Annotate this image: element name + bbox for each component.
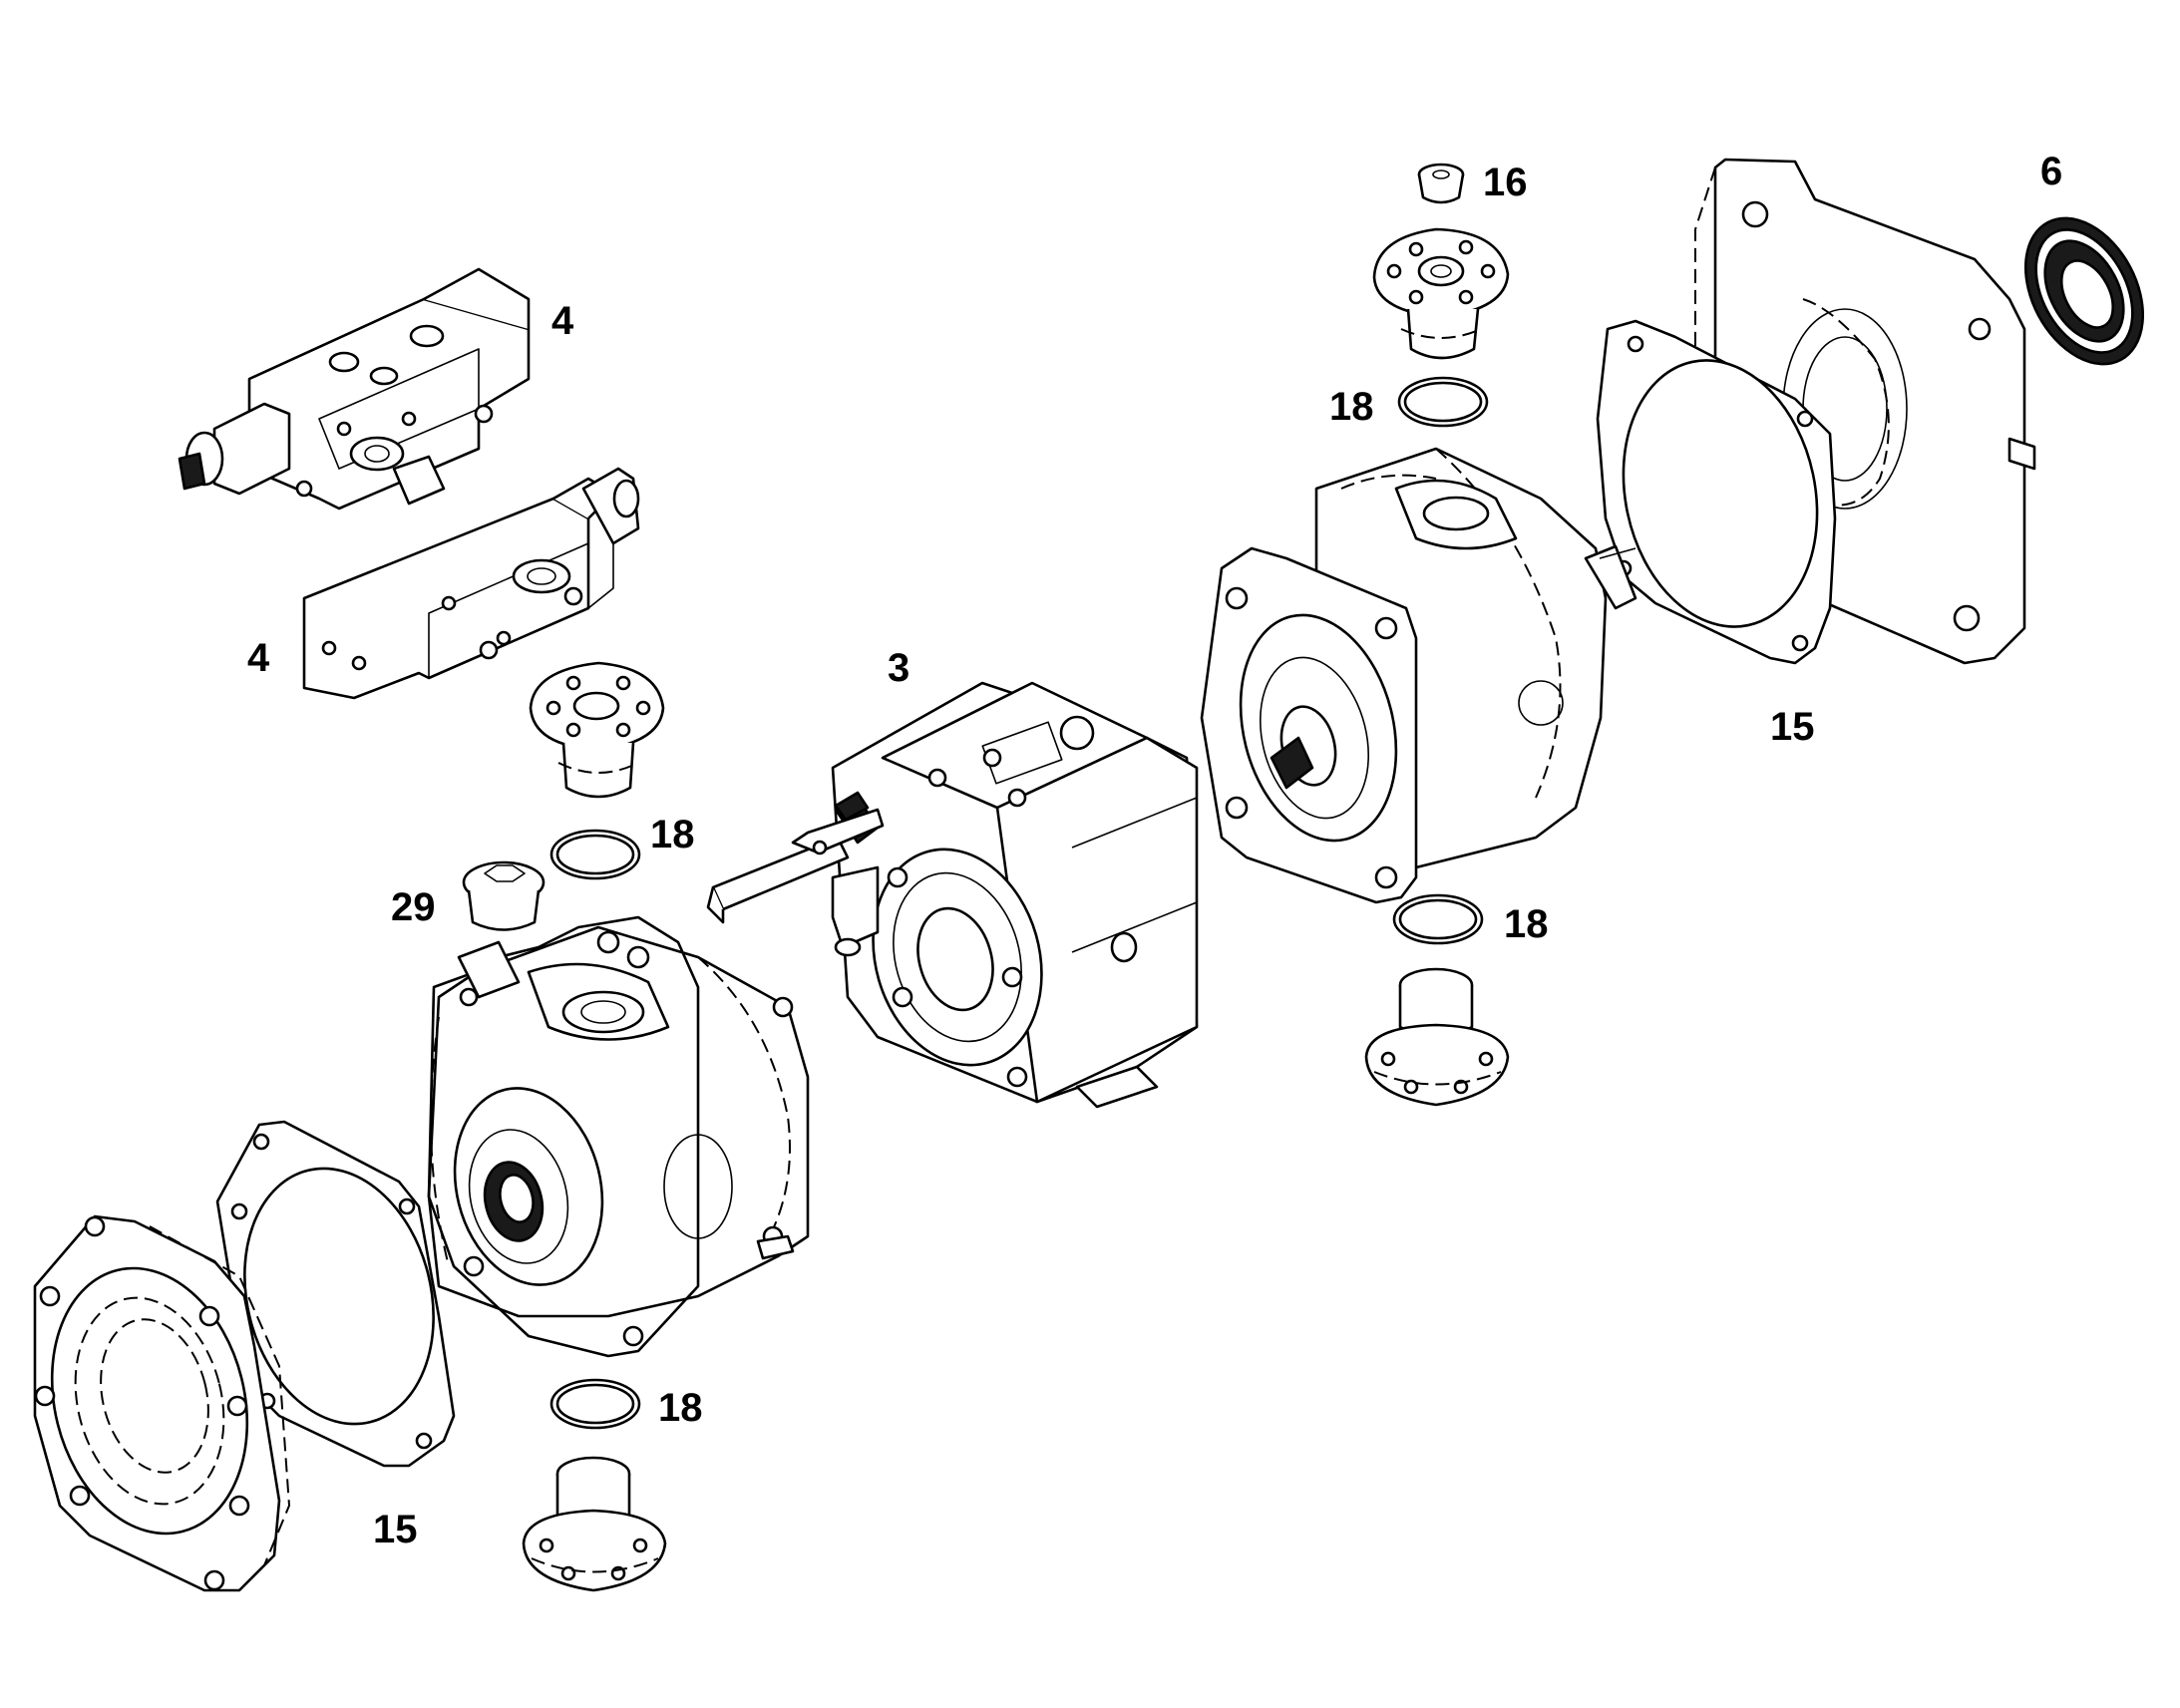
part-29-hex-plug (462, 860, 545, 931)
o-ring-18-left-upper (549, 829, 641, 880)
part-3-center-body (831, 681, 1199, 1109)
part-16-cap (1417, 163, 1465, 204)
callout-4-upper: 4 (551, 299, 574, 343)
upper-valve-block-4 (178, 267, 531, 511)
right-lower-plug (1364, 967, 1510, 1107)
left-end-cover (33, 1214, 290, 1592)
right-pump-housing (1200, 447, 1637, 904)
o-ring-18-top (1397, 376, 1489, 428)
gasket-15-right (1596, 319, 1837, 665)
control-lever (706, 791, 885, 924)
callout-4-lower: 4 (247, 636, 270, 680)
callout-18-left-upper: 18 (650, 813, 695, 856)
part-6-shaft-seal (2023, 216, 2145, 366)
lower-valve-block-4 (302, 455, 640, 700)
o-ring-18-right (1392, 893, 1484, 945)
left-lower-plug (522, 1456, 667, 1592)
callout-18-top: 18 (1329, 385, 1374, 429)
o-ring-18-left-lower (549, 1378, 641, 1430)
gasket-15-left (215, 1120, 456, 1468)
callout-29: 29 (391, 885, 436, 929)
left-pump-housing (427, 915, 810, 1358)
callout-18-left-lower: 18 (658, 1386, 703, 1430)
callout-15-left: 15 (373, 1508, 418, 1551)
left-upper-plug-flange (529, 661, 665, 799)
upper-plug-flange (1372, 227, 1510, 360)
callout-3: 3 (888, 646, 909, 690)
callout-6: 6 (2040, 150, 2062, 193)
callout-18-right: 18 (1504, 902, 1549, 946)
callout-15-right: 15 (1770, 705, 1815, 749)
callout-16: 16 (1483, 161, 1528, 204)
